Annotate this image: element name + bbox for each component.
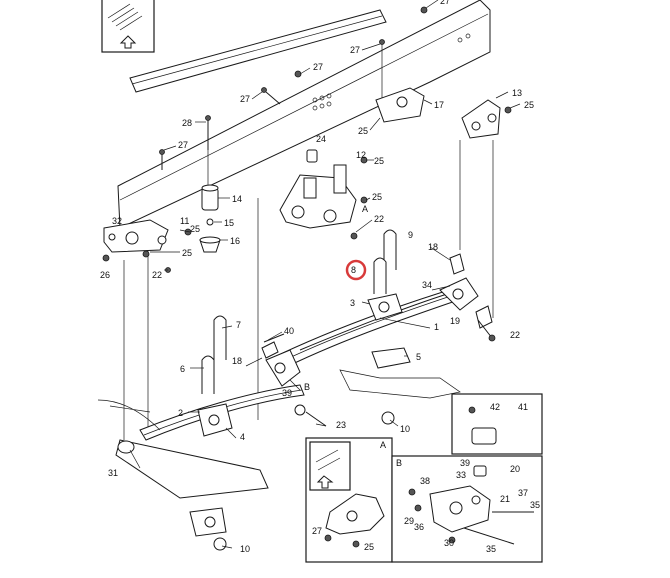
label-29: 29 — [404, 516, 414, 526]
front-shackle — [261, 341, 301, 387]
inset-bump-stop — [451, 393, 543, 455]
label-25-left-lower: 25 — [182, 248, 192, 258]
label-3: 3 — [350, 298, 355, 308]
label-22-right: 22 — [510, 330, 520, 340]
bump-stop — [199, 184, 221, 253]
label-24: 24 — [316, 134, 326, 144]
rear-axle-beam — [339, 369, 461, 399]
label-15: 15 — [224, 218, 234, 228]
label-41: 41 — [518, 402, 528, 412]
label-25-center-lower: 25 — [372, 192, 382, 202]
inset-B — [391, 455, 543, 563]
label-35-right: 35 — [530, 500, 540, 510]
inset-A — [305, 437, 393, 563]
label-27-far-left: 27 — [178, 140, 188, 150]
label-22-left: 22 — [152, 270, 162, 280]
leader-lines — [129, 0, 521, 549]
label-6: 6 — [180, 364, 185, 374]
label-18-rear: 18 — [428, 242, 438, 252]
label-34: 34 — [422, 280, 432, 290]
label-10-rear: 10 — [400, 424, 410, 434]
label-8-highlighted: 8 — [351, 265, 356, 275]
label-37: 37 — [518, 488, 528, 498]
label-2: 2 — [178, 408, 183, 418]
label-4: 4 — [240, 432, 245, 442]
label-9: 9 — [408, 230, 413, 240]
label-5: 5 — [416, 352, 421, 362]
label-39-front: 39 — [282, 388, 292, 398]
label-12: 12 — [356, 150, 366, 160]
label-14: 14 — [232, 194, 242, 204]
label-A-callout: A — [362, 204, 368, 214]
label-20: 20 — [510, 464, 520, 474]
label-27-left: 27 — [240, 94, 250, 104]
label-10-front: 10 — [240, 544, 250, 554]
label-B-callout: B — [304, 382, 310, 392]
label-13: 13 — [512, 88, 522, 98]
leaf-spring — [267, 285, 471, 373]
label-27-inset-A: 27 — [312, 526, 322, 536]
inset-A-title: A — [380, 440, 386, 450]
label-21: 21 — [500, 494, 510, 504]
front-spring-seat — [197, 403, 233, 437]
part-number-labels: 27 27 27 27 28 27 17 13 25 25 24 12 25 1… — [100, 0, 540, 554]
label-27-plate: 27 — [313, 62, 323, 72]
inset-B-title: B — [396, 458, 402, 468]
label-32: 32 — [112, 216, 122, 226]
label-39-inset-B: 39 — [460, 458, 470, 468]
label-26: 26 — [100, 270, 110, 280]
label-19: 19 — [450, 316, 460, 326]
label-25-center: 25 — [374, 156, 384, 166]
label-40: 40 — [284, 326, 294, 336]
label-28: 28 — [182, 118, 192, 128]
steering-knuckle — [189, 507, 227, 537]
label-25-right: 25 — [524, 100, 534, 110]
label-11: 11 — [180, 216, 189, 226]
rear-hanger-13 — [461, 99, 501, 139]
label-7: 7 — [236, 320, 241, 330]
spring-seat-3 — [367, 293, 403, 321]
label-25-left: 25 — [190, 224, 200, 234]
label-16: 16 — [230, 236, 240, 246]
u-bolts — [201, 229, 397, 394]
label-30: 30 — [444, 538, 454, 548]
label-36: 36 — [414, 522, 424, 532]
label-27-rail: 27 — [350, 45, 360, 55]
guide-lines — [123, 42, 494, 440]
left-spring-hanger — [103, 219, 169, 253]
label-31: 31 — [108, 468, 118, 478]
label-25-inset-A: 25 — [364, 542, 374, 552]
center-spring-hanger — [279, 149, 357, 229]
label-22-center: 22 — [374, 214, 384, 224]
highlight-callout-8 — [345, 259, 367, 281]
rear-shackle — [439, 253, 493, 329]
label-42: 42 — [490, 402, 500, 412]
label-25-under-17: 25 — [358, 126, 368, 136]
label-18-front: 18 — [232, 356, 242, 366]
up-arrow-icon — [119, 35, 137, 49]
top-left-inset — [101, 0, 155, 53]
label-35-bottom: 35 — [486, 544, 496, 554]
label-1: 1 — [434, 322, 439, 332]
rear-hanger-17 — [375, 87, 425, 123]
label-17: 17 — [434, 100, 444, 110]
label-38: 38 — [420, 476, 430, 486]
label-33: 33 — [456, 470, 466, 480]
label-27-top: 27 — [440, 0, 450, 6]
label-23: 23 — [336, 420, 346, 430]
axle-pad-5 — [371, 347, 411, 369]
